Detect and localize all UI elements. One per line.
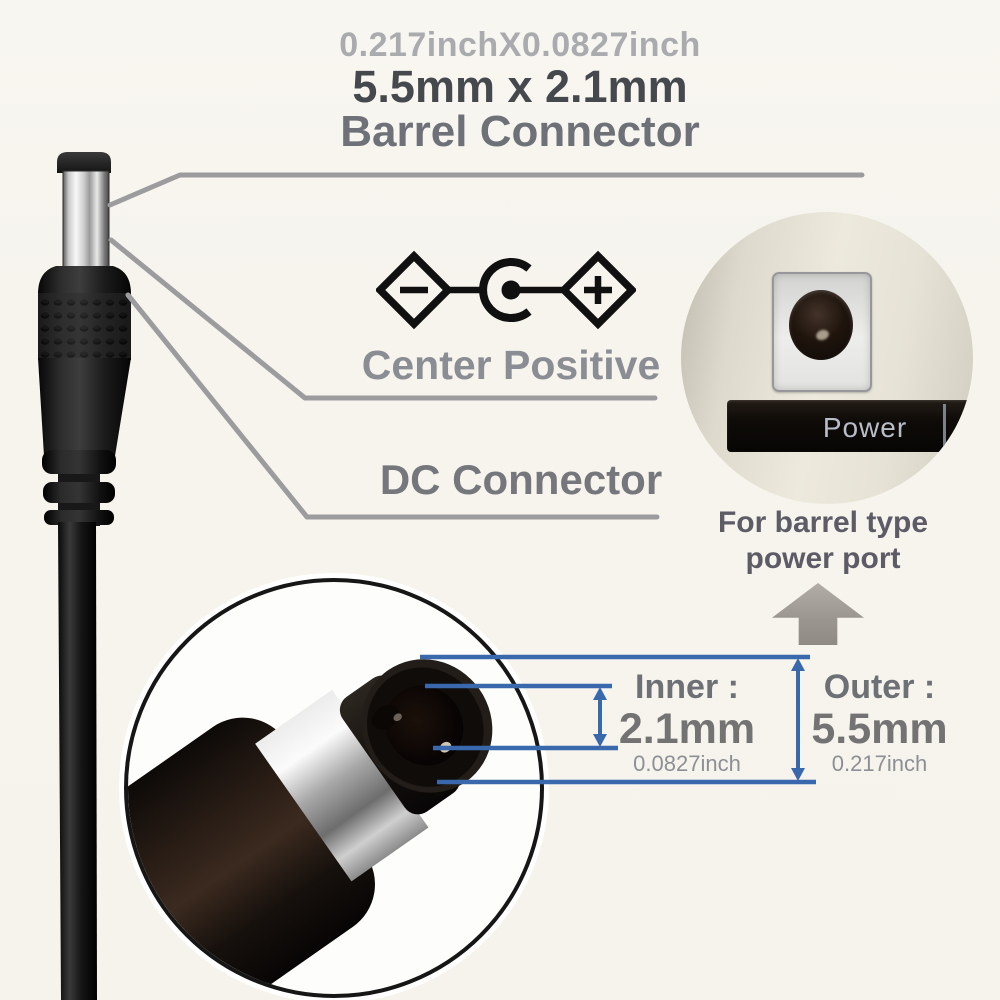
callout-line-center-positive xyxy=(108,237,658,401)
power-label-bar: Power xyxy=(727,400,973,452)
tip-closeup-inset xyxy=(124,578,544,998)
connector-tip-cap xyxy=(57,152,111,173)
power-port-photo-inset: Power xyxy=(681,212,973,504)
callout-line-barrel-connector xyxy=(107,172,865,208)
port-caption-line1: For barrel type xyxy=(717,506,929,539)
polarity-center-circle-icon xyxy=(479,258,532,322)
outer-arrow-head-up-icon xyxy=(791,658,805,671)
connector-knurl-shade xyxy=(38,293,131,360)
inner-dimension-mm: 2.1mm xyxy=(618,705,756,753)
outer-dimension-mm: 5.5mm xyxy=(811,705,948,753)
power-port-jack-hole xyxy=(789,290,853,360)
connector-lower-body xyxy=(38,358,131,456)
connector-rib-2 xyxy=(43,482,115,503)
tip-key-notch xyxy=(371,704,400,730)
power-port-panel xyxy=(772,272,872,392)
dc-connector-label: DC Connector xyxy=(379,456,663,503)
inner-dimension-inch: 0.0827inch xyxy=(633,751,741,776)
center-positive-polarity-icon xyxy=(376,250,636,330)
polarity-plus-diamond-icon xyxy=(558,250,636,330)
outer-arrow-head-down-icon xyxy=(791,768,805,781)
inner-dimension-label: Inner : xyxy=(635,668,739,706)
connector-rib-1 xyxy=(42,450,116,474)
outer-dimension-label: Outer : xyxy=(823,668,936,706)
tip-chrome-sleeve xyxy=(255,689,429,882)
size-inches-text: 0.217inchX0.0827inch xyxy=(339,26,701,64)
power-bar-separator xyxy=(943,404,946,448)
tip-small-glint xyxy=(393,713,402,722)
port-caption: For barrel type power port xyxy=(692,505,954,577)
polarity-minus-diamond-icon xyxy=(376,250,454,330)
barrel-connector-title: Barrel Connector xyxy=(340,107,700,156)
inner-dimension-block: Inner : 2.1mm 0.0827inch xyxy=(597,668,777,776)
outer-dimension-inch: 0.217inch xyxy=(831,751,928,776)
connector-chrome-barrel xyxy=(62,170,110,270)
port-caption-line2: power port xyxy=(745,542,901,575)
callout-line-dc-connector xyxy=(125,292,660,520)
inner-arrow-head-down-icon xyxy=(593,734,607,747)
connector-rib-3 xyxy=(44,510,114,525)
outer-dimension-block: Outer : 5.5mm 0.217inch xyxy=(787,668,972,776)
inner-arrow-head-up-icon xyxy=(593,687,607,700)
center-positive-label: Center Positive xyxy=(361,342,661,388)
power-label: Power xyxy=(822,412,908,443)
dc-connector-photo xyxy=(38,152,131,1000)
connector-cable xyxy=(58,522,97,1000)
size-mm-text: 5.5mm x 2.1mm xyxy=(352,61,688,112)
